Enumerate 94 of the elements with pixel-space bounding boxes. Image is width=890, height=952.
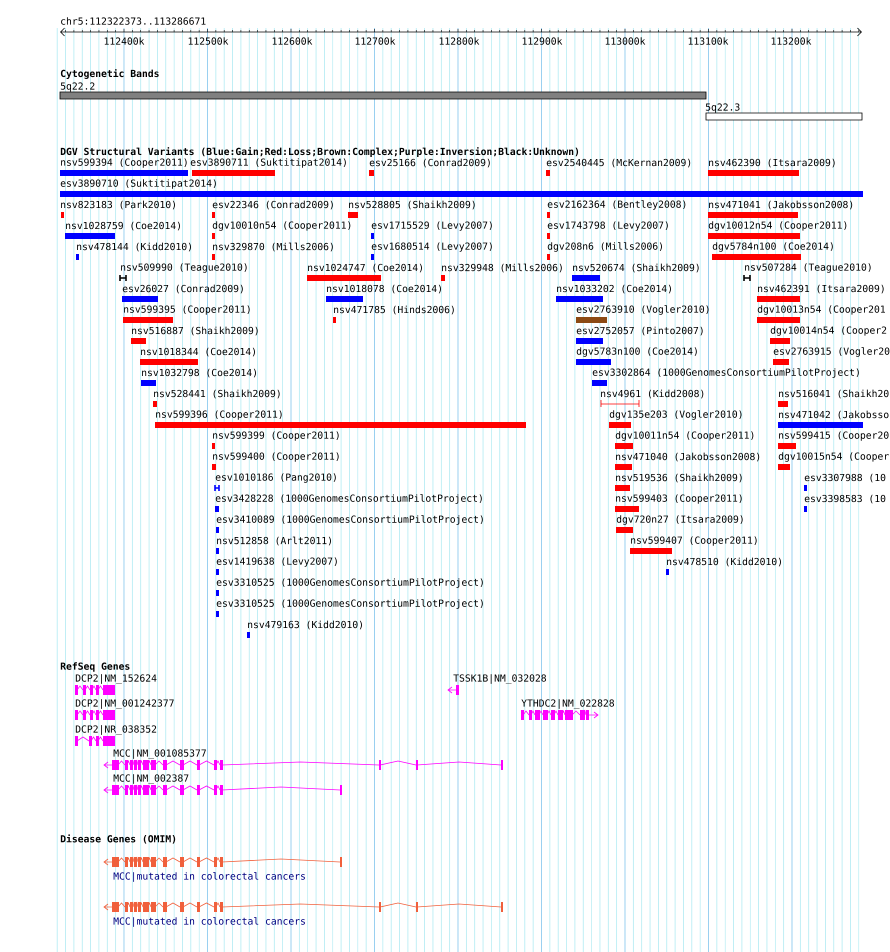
variant-label: nsv520674 (Shaikh2009)	[573, 264, 699, 272]
variant-label: nsv599415 (Cooper20	[779, 431, 889, 441]
variant-label: esv2162364 (Bentley2008)	[548, 200, 686, 210]
tick-label: 113200k	[772, 37, 812, 45]
variant-label: dgv5784n100 (Coe2014)	[712, 242, 833, 252]
variant-label: dgv720n27 (Itsara2009)	[616, 515, 743, 525]
variant-label: dgv10013n54 (Cooper201	[758, 305, 885, 315]
variant-label: nsv512858 (Arlt2011)	[217, 536, 331, 546]
variant-label: esv1010186 (Pang2010)	[216, 473, 336, 483]
variant-label: nsv528441 (Shaikh2009)	[154, 390, 280, 398]
variant-label: esv3310525 (1000GenomesConsortiumPilotProject)	[216, 578, 483, 588]
variant-label: esv3307988 (10	[804, 474, 886, 482]
variant-label: nsv329948 (Mills2006)	[442, 264, 562, 272]
variant-label: nsv1018078 (Coe2014)	[327, 284, 441, 294]
variant-label: nsv1018344 (Coe2014)	[141, 348, 255, 356]
variant-label: dgv5783n100 (Coe2014)	[576, 347, 697, 357]
tick-label: 113000k	[606, 37, 646, 45]
variant-label: esv1680514 (Levy2007)	[372, 242, 492, 252]
variant-label: dgv208n6 (Mills2006)	[548, 242, 662, 252]
gene-label: MCC|mutated in colorectal cancers	[114, 872, 305, 882]
gene-label: DCP2|NR_038352	[76, 725, 156, 735]
variant-label: esv2763910 (Vogler2010)	[576, 305, 708, 315]
variant-label: esv3302864 (1000GenomesConsortiumPilotProject)	[592, 368, 859, 378]
variant-label: esv1715529 (Levy2007)	[372, 221, 492, 231]
variant-label: nsv1024747 (Coe2014)	[308, 264, 422, 272]
variant-label: nsv471040 (Jakobsson2008)	[616, 452, 760, 462]
variant-label: nsv478144 (Kidd2010)	[77, 242, 191, 252]
variant-label: nsv329870 (Mills2006)	[213, 242, 333, 252]
variant-label: esv2763915 (Vogler20	[774, 347, 890, 357]
variant-label: nsv599399 (Cooper2011)	[213, 431, 339, 441]
position-label: chr5:112322373..113286671	[61, 17, 206, 25]
variant-label: esv1419638 (Levy2007)	[216, 557, 337, 567]
variant-label: nsv471785 (Hinds2006)	[334, 306, 454, 314]
gene-label: MCC|NM_001085377	[114, 749, 206, 759]
variant-label: nsv1033202 (Coe2014)	[557, 284, 671, 294]
variant-label: nsv599407 (Cooper2011)	[631, 536, 757, 546]
variant-label: nsv479163 (Kidd2010)	[248, 620, 362, 630]
variant-label: nsv1028759 (Coe2014)	[66, 222, 180, 230]
tick-label: 112500k	[188, 37, 228, 45]
variant-label: esv26027 (Conrad2009)	[122, 284, 243, 294]
variant-label: esv3310525 (1000GenomesConsortiumPilotProject)	[216, 599, 483, 609]
variant-label: nsv462390 (Itsara2009)	[709, 158, 835, 168]
variant-label: esv3410089 (1000GenomesConsortiumPilotProject)	[216, 515, 483, 525]
variant-label: dgv10010n54 (Cooper2011)	[212, 221, 350, 231]
variant-label: nsv471042 (Jakobsso	[779, 410, 888, 420]
tick-label: 112900k	[522, 37, 562, 45]
cytoband-label: 5q22.2	[60, 82, 94, 92]
variant-label: dgv10015n54 (Cooper	[778, 452, 889, 462]
gene-label: DCP2|NM_152624	[76, 674, 156, 684]
tick-label: 112800k	[440, 37, 480, 45]
variant-label: esv2752057 (Pinto2007)	[576, 326, 703, 336]
variant-label: esv25166 (Conrad2009)	[370, 158, 490, 168]
cytoband-label: 5q22.3	[706, 103, 740, 113]
variant-label: dgv135e203 (Vogler2010)	[610, 410, 742, 420]
variant-label: nsv509990 (Teague2010)	[121, 263, 247, 273]
variant-label: nsv599400 (Cooper2011)	[213, 452, 339, 462]
variant-label: nsv516887 (Shaikh2009)	[132, 326, 258, 336]
variant-label: nsv471041 (Jakobsson2008)	[709, 200, 852, 210]
variant-label: nsv462391 (Itsara2009)	[758, 284, 884, 294]
variant-label: esv3398583 (10	[804, 494, 886, 504]
variant-label: dgv10011n54 (Cooper2011)	[616, 431, 754, 441]
variant-label: nsv516041 (Shaikh20	[779, 390, 889, 398]
variant-label: nsv528805 (Shaikh2009)	[349, 200, 475, 210]
gene-label: MCC|mutated in colorectal cancers	[114, 917, 305, 927]
variant-label: dgv10014n54 (Cooper2	[770, 326, 886, 336]
variant-label: esv3890711 (Suktitipat2014)	[190, 158, 346, 168]
gene-label: DCP2|NM_001242377	[76, 699, 174, 709]
gene-label: TSSK1B|NM_032028	[453, 674, 546, 684]
variant-label: nsv1032798 (Coe2014)	[142, 368, 256, 378]
track-title: RefSeq Genes	[60, 662, 130, 672]
tick-label: 112600k	[272, 37, 312, 45]
track-title: Disease Genes (OMIM)	[60, 834, 176, 844]
variant-label: esv3428228 (1000GenomesConsortiumPilotProject)	[216, 494, 482, 504]
variant-label: nsv823183 (Park2010)	[61, 200, 175, 210]
variant-label: dgv10012n54 (Cooper2011)	[708, 221, 846, 231]
variant-label: esv22346 (Conrad2009)	[212, 200, 333, 210]
variant-label: esv2540445 (McKernan2009)	[546, 158, 690, 168]
variant-label: nsv599395 (Cooper2011)	[124, 305, 250, 315]
gene-label: MCC|NM_002387	[114, 774, 188, 784]
variant-label: esv1743798 (Levy2007)	[548, 221, 668, 231]
tick-label: 112700k	[356, 37, 396, 45]
tick-label: 113100k	[688, 37, 728, 45]
variant-label: esv3890710 (Suktitipat2014)	[60, 179, 216, 189]
variant-label: nsv4961 (Kidd2008)	[601, 390, 704, 398]
track-title: DGV Structural Variants (Blue:Gain;Red:Loss;Brown:Complex;Purple:Inversion;Black:Unknown)	[60, 147, 578, 157]
tick-label: 112400k	[104, 37, 144, 45]
variant-label: nsv599403 (Cooper2011)	[616, 494, 742, 504]
variant-label: nsv599394 (Cooper2011)	[61, 158, 187, 168]
track-title: Cytogenetic Bands	[60, 69, 159, 79]
variant-label: nsv507284 (Teague2010)	[745, 263, 871, 273]
variant-label: nsv519536 (Shaikh2009)	[616, 474, 742, 482]
variant-label: nsv599396 (Cooper2011)	[156, 410, 282, 420]
variant-label: nsv478510 (Kidd2010)	[667, 558, 781, 566]
gene-label: YTHDC2|NM_022828	[521, 699, 614, 709]
